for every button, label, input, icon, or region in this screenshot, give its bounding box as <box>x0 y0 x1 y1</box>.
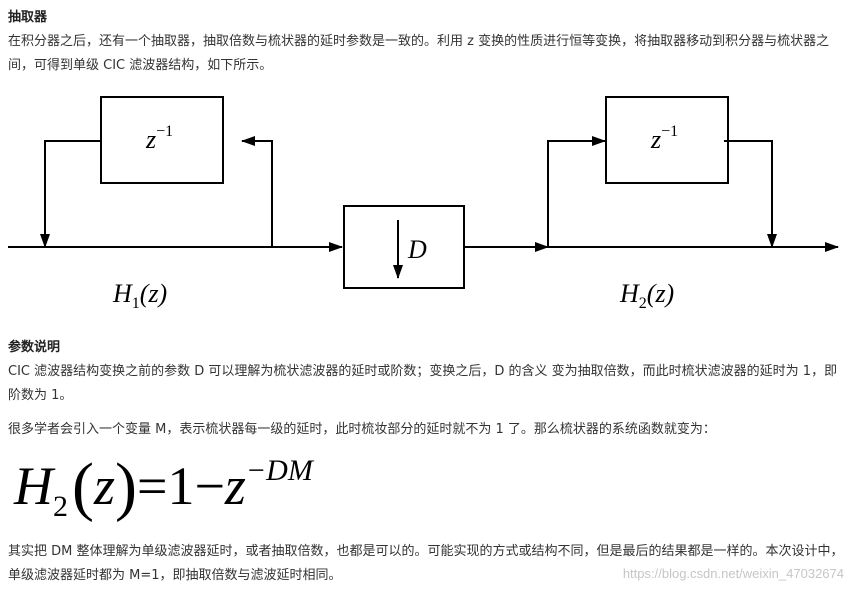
h2-label: H2(z) <box>619 279 674 312</box>
integrator-delay-label: z−1 <box>145 123 173 154</box>
svg-text:H2(z)=1−z−DM: H2(z)=1−z−DM <box>13 450 315 523</box>
heading-parameters: 参数说明 <box>8 340 61 355</box>
parameters-paragraph: CIC 滤波器结构变换之前的参数 D 可以理解为梳状滤波器的延时或阶数；变换之后… <box>8 364 838 403</box>
comb-delay-box <box>605 96 729 184</box>
integrator-return-path <box>40 140 101 248</box>
integrator-delay-box <box>100 96 224 184</box>
heading-decimator: 抽取器 <box>8 10 48 25</box>
comb-feed-path <box>547 136 606 247</box>
intro-paragraph: 在积分器之后，还有一个抽取器，抽取倍数与梳状器的延时参数是一致的。利用 z 变换… <box>8 34 830 73</box>
watermark: https://blog.csdn.net/weixin_47032674 <box>622 566 844 581</box>
decimator-box <box>343 205 465 289</box>
decimator-label: D <box>407 235 427 264</box>
conclusion-paragraph: 其实把 DM 整体理解为单级滤波器延时，或者抽取倍数，也都是可以的。可能实现的方… <box>8 544 844 583</box>
comb-transfer-function: H2(z)=1−z−DM <box>13 450 315 523</box>
comb-subtract-path <box>724 140 777 248</box>
integrator-feedback-path <box>241 136 273 247</box>
h1-label: H1(z) <box>112 279 167 312</box>
cic-structure-diagram: z−1 z−1 D H1(z) H2(z) <box>8 96 839 312</box>
comb-delay-label: z−1 <box>650 123 678 154</box>
variable-m-paragraph: 很多学者会引入一个变量 M，表示梳状器每一级的延时，此时梳妆部分的延时就不为 1… <box>8 422 716 437</box>
